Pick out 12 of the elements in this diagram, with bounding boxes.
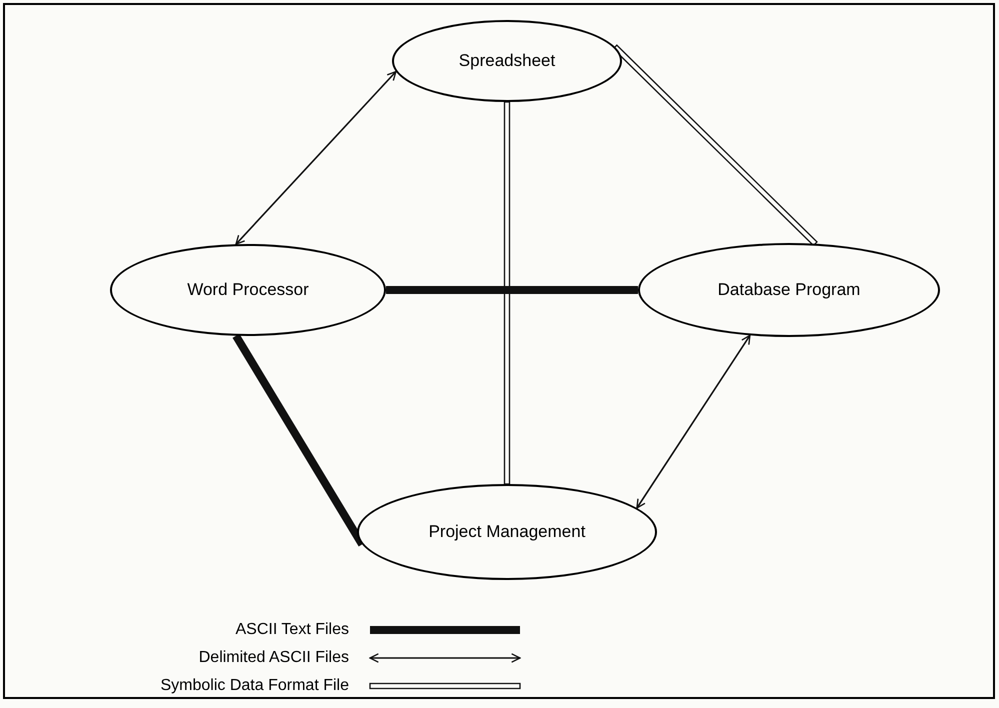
thick-connector [386,286,638,294]
node-label: Spreadsheet [458,50,556,72]
legend-label: ASCII Text Files [235,620,349,640]
node-label: Database Program [718,279,860,302]
double-headed-arrow [636,334,751,509]
node-label: Project Management [428,521,586,544]
double-headed-arrow [235,70,397,245]
double-line-connector [504,101,510,485]
node-label: Word Processor [187,279,309,302]
double-line-connector [612,44,818,246]
legend-label: Delimited ASCII Files [198,648,349,668]
legend-label: Symbolic Data Format File [160,676,349,696]
